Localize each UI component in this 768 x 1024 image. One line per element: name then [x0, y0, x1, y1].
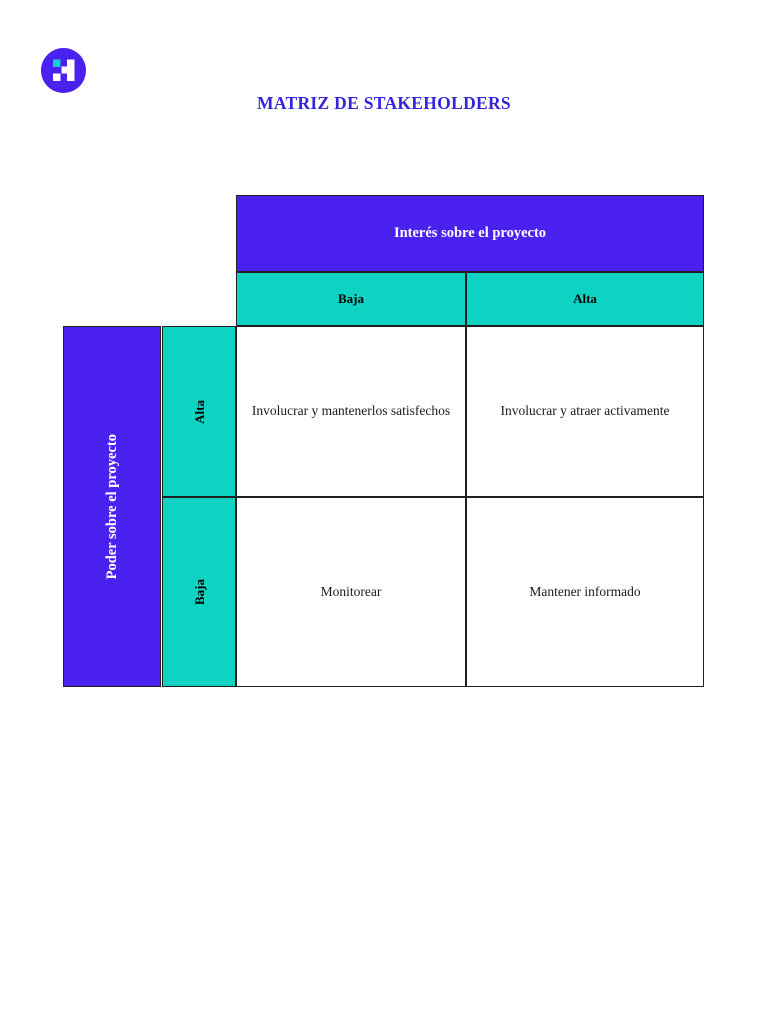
page-title-text: MATRIZ DE STAKEHOLDERS — [257, 93, 511, 113]
quadrant-baja-poder-alta-interes: Mantener informado — [466, 497, 704, 687]
column-header-baja-text: Baja — [338, 291, 364, 306]
quadrant-baja-poder-alta-interes-text: Mantener informado — [529, 583, 641, 599]
row-axis-label: Poder sobre el proyecto — [63, 326, 161, 687]
page-title: MATRIZ DE STAKEHOLDERS — [0, 93, 768, 114]
row-header-alta-text: Alta — [191, 399, 207, 424]
column-axis-label: Interés sobre el proyecto — [236, 195, 704, 272]
row-header-baja-text: Baja — [191, 579, 207, 605]
quadrant-alta-poder-alta-interes: Involucrar y atraer activamente — [466, 326, 704, 497]
row-axis-label-text: Poder sobre el proyecto — [103, 433, 120, 580]
column-axis-label-text: Interés sobre el proyecto — [393, 225, 547, 241]
brand-logo — [41, 48, 86, 93]
quadrant-alta-poder-baja-interes-text: Involucrar y mantenerlos satisfechos — [251, 403, 451, 419]
column-header-alta-text: Alta — [573, 291, 597, 306]
quadrant-alta-poder-alta-interes-text: Involucrar y atraer activamente — [500, 403, 670, 419]
logo-h-icon — [53, 59, 75, 81]
quadrant-baja-poder-baja-interes-text: Monitorear — [320, 583, 382, 599]
quadrant-baja-poder-baja-interes: Monitorear — [236, 497, 466, 687]
quadrant-alta-poder-baja-interes: Involucrar y mantenerlos satisfechos — [236, 326, 466, 497]
column-header-baja: Baja — [236, 272, 466, 326]
row-header-baja: Baja — [162, 497, 236, 687]
column-header-alta: Alta — [466, 272, 704, 326]
row-header-alta: Alta — [162, 326, 236, 497]
